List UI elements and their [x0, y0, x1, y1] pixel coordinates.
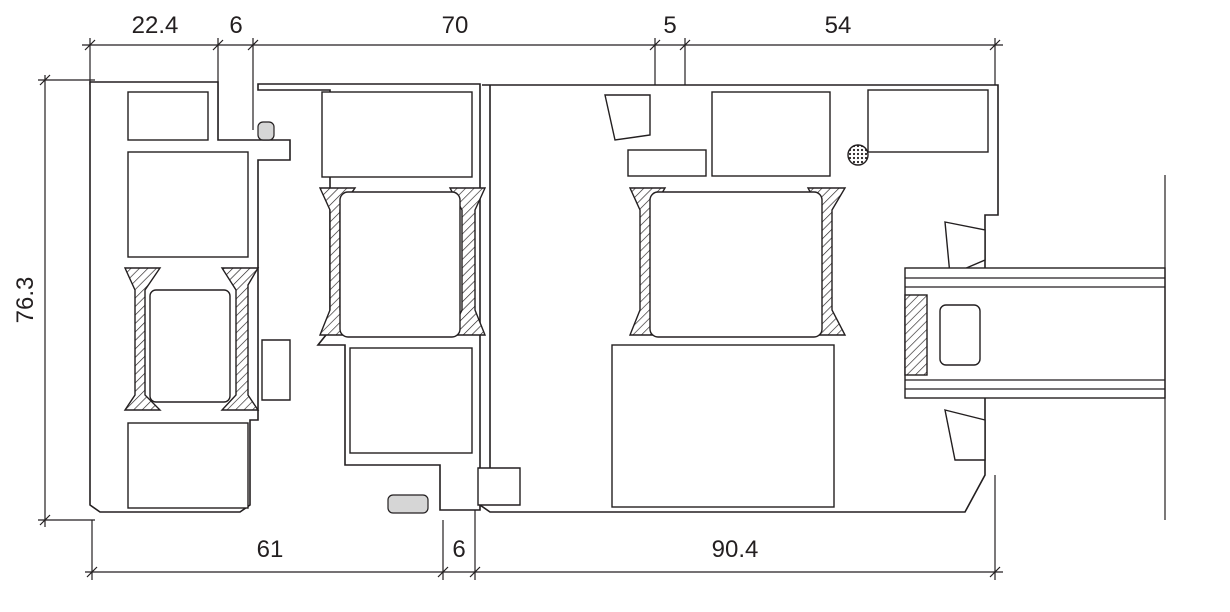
dim-label-top-3: 70 — [442, 12, 469, 39]
dim-label-bottom-1: 61 — [257, 536, 284, 563]
dim-label-height: 76.3 — [12, 277, 39, 324]
seal-left — [261, 339, 291, 401]
seal-top — [604, 94, 651, 141]
dim-label-top-4: 5 — [663, 12, 676, 39]
dim-label-top-5: 54 — [825, 12, 852, 39]
dim-label-bottom-3: 90.4 — [712, 536, 759, 563]
left-dimension-line — [38, 74, 95, 527]
gasket-bottom — [387, 494, 429, 514]
top-dimension-line — [82, 38, 1003, 130]
glazing-seal-outer — [944, 221, 986, 277]
thermal-break-left-1 — [123, 267, 162, 411]
gasket-top — [257, 121, 275, 141]
glazing-seal-inner — [944, 409, 986, 461]
dim-label-bottom-2: 6 — [452, 536, 465, 563]
round-gasket — [847, 144, 869, 166]
sash-profile — [257, 83, 487, 514]
thermal-break-middle-2 — [448, 187, 487, 336]
dim-label-top-2: 6 — [229, 12, 242, 39]
bottom-dimension-line — [85, 475, 1003, 580]
thermal-break-left-2 — [220, 267, 260, 411]
inner-frame-profile — [477, 84, 999, 513]
dim-label-top-1: 22.4 — [132, 12, 179, 39]
outer-frame-profile — [89, 81, 291, 513]
seal-bottom — [477, 467, 521, 506]
glass-unit — [904, 267, 1166, 399]
